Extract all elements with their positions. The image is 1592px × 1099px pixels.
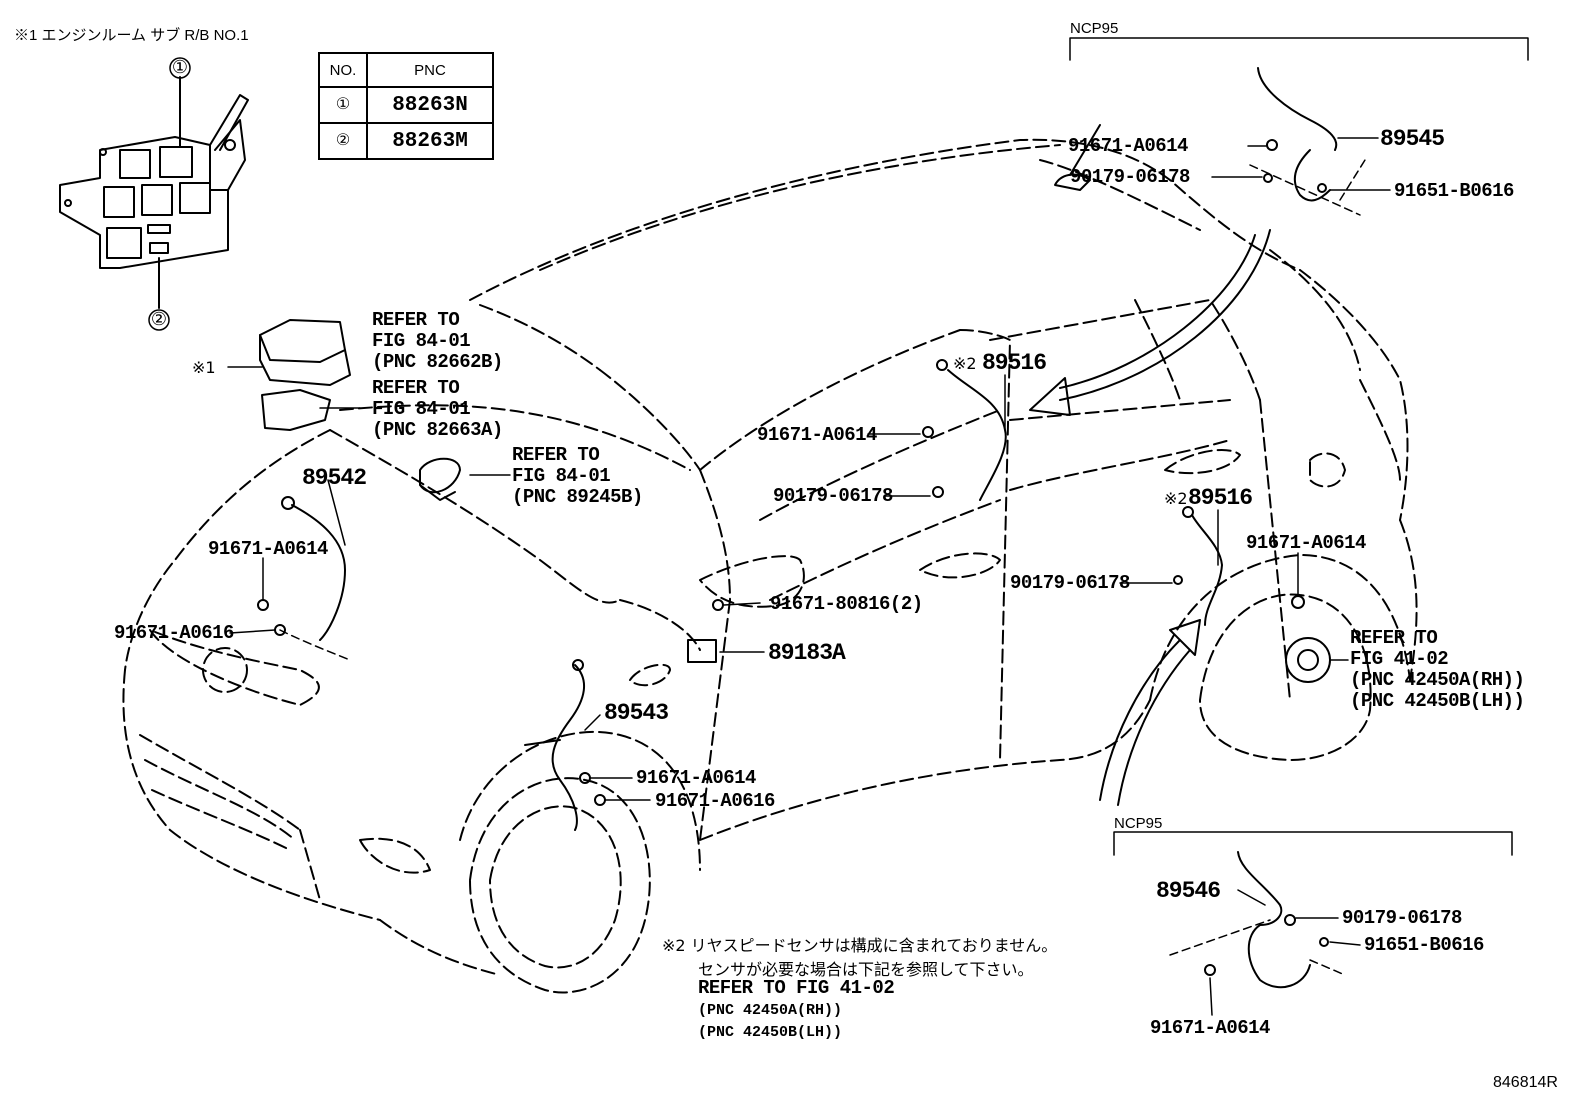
row-no: ② (335, 132, 351, 149)
figure-id: 846814R (1493, 1074, 1558, 1091)
refer-block-42450: REFER TO FIG 41-02 (PNC 42450A(RH)) (PNC… (1350, 627, 1525, 712)
part-89516-rear: 89516 (1188, 485, 1253, 511)
bolt-label: 91671-A0616 (114, 622, 234, 644)
mark-2-rear: ※2 (1164, 489, 1188, 508)
refer-line: (PNC 82662B) (372, 351, 503, 373)
refer-line: (PNC 42450B(LH)) (1350, 690, 1525, 712)
reference-arrows (1029, 229, 1271, 806)
bolt-label: 91671-A0614 (208, 538, 328, 560)
clip-label: 90179-06178 (1342, 907, 1462, 929)
refer-line: REFER TO (1350, 627, 1438, 649)
refer-line: FIG 84-01 (512, 465, 611, 487)
row-pnc: 88263M (366, 122, 494, 160)
mark-1: ※1 (192, 358, 216, 377)
table-row: ② 88263M (318, 122, 494, 160)
pnc-table-header: NO. PNC (318, 52, 494, 88)
relay-block-note: ※1 エンジンルーム サブ R/B NO.1 (14, 27, 249, 44)
footnote-line1: ※2 リヤスピードセンサは構成に含まれておりません。 (662, 936, 1058, 955)
refer-block-89245B: REFER TO FIG 84-01 (PNC 89245B) (512, 445, 643, 508)
bolt-label: 91671-A0614 (1068, 135, 1188, 157)
bolt-label: 91671-A0616 (655, 790, 775, 812)
relay-block-illustration (59, 57, 249, 331)
variant-label-top: NCP95 (1070, 20, 1119, 37)
row-no: ① (335, 96, 351, 113)
part-89546: 89546 (1156, 878, 1221, 904)
footnote-line2: センサが必要な場合は下記を参照して下さい。 (698, 960, 1034, 979)
bolt-label: 91671-A0614 (757, 424, 877, 446)
bolt-label: 91651-B0616 (1394, 180, 1514, 202)
refer-block-82662B: REFER TO FIG 84-01 (PNC 82662B) (372, 310, 503, 373)
footnote-line4: (PNC 42450A(RH)) (698, 1002, 843, 1019)
footnote-line3: REFER TO FIG 41-02 (698, 977, 895, 999)
refer-line: REFER TO (372, 309, 460, 331)
refer-block-82663A: REFER TO FIG 84-01 (PNC 82663A) (372, 378, 503, 441)
pnc-table-header-no: NO. (318, 52, 368, 88)
refer-line: REFER TO (512, 444, 600, 466)
refer-line: (PNC 89245B) (512, 486, 643, 508)
refer-line: FIG 41-02 (1350, 648, 1449, 670)
pnc-table-header-pnc: PNC (366, 52, 494, 88)
refer-line: FIG 84-01 (372, 398, 471, 420)
refer-line: (PNC 42450A(RH)) (1350, 669, 1525, 691)
bolt-label: 91671-A0614 (1150, 1017, 1270, 1039)
variant-label-bottom: NCP95 (1114, 815, 1163, 832)
clip-label: 90179-06178 (1010, 572, 1130, 594)
pnc-table: NO. PNC ① 88263N ② 88263M (318, 52, 494, 160)
bolt-label: 91651-B0616 (1364, 934, 1484, 956)
table-row: ① 88263N (318, 86, 494, 124)
bolt-label: 91671-A0614 (1246, 532, 1366, 554)
part-89543: 89543 (604, 700, 669, 726)
leader-lines (227, 137, 1391, 1016)
clip-label: 90179-06178 (1070, 166, 1190, 188)
refer-line: FIG 84-01 (372, 330, 471, 352)
mark-2-front-door: ※2 (953, 354, 977, 373)
part-89183A: 89183A (768, 640, 846, 666)
marker-2: ② (150, 309, 168, 330)
marker-1: ① (171, 57, 189, 78)
part-89516-front: 89516 (982, 350, 1047, 376)
footnote-line5: (PNC 42450B(LH)) (698, 1024, 843, 1041)
car-body-outline (122, 138, 1418, 994)
bolt-label: 91671-A0614 (636, 767, 756, 789)
refer-line: (PNC 82663A) (372, 419, 503, 441)
bolt-label: 91671-80816(2) (770, 593, 923, 615)
row-pnc: 88263N (366, 86, 494, 124)
part-89545: 89545 (1380, 126, 1445, 152)
part-89542: 89542 (302, 465, 367, 491)
refer-line: REFER TO (372, 377, 460, 399)
clip-label: 90179-06178 (773, 485, 893, 507)
